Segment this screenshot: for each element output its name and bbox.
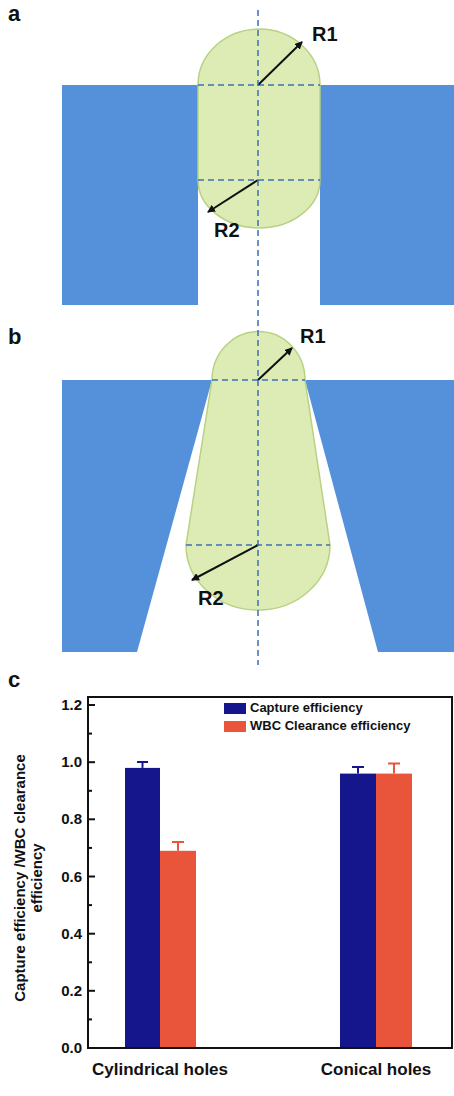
panel-letter: c [8, 668, 20, 692]
radius-label: R2 [198, 587, 224, 609]
radius-label: R2 [214, 219, 240, 241]
tick-label: 1.2 [61, 697, 82, 714]
tick-label: 0.8 [61, 811, 82, 828]
category-label: Cylindrical holes [92, 1061, 228, 1080]
axis-title: Capture efficiency /WBC clearance effici… [11, 753, 45, 1003]
tick-label: 1.0 [61, 754, 82, 771]
tick-label: 0.4 [61, 925, 82, 942]
axis-line [257, 10, 259, 665]
legend-swatch [224, 703, 246, 714]
tick-label: 0.6 [61, 868, 82, 885]
tick-label: 0.2 [61, 983, 82, 1000]
legend-text: Capture efficiency [250, 701, 363, 715]
panel-letter: a [8, 2, 20, 26]
bar-chart [88, 697, 452, 1048]
radius-label: R1 [312, 23, 338, 45]
radius-label: R1 [300, 325, 326, 347]
legend-text: WBC Clearance efficiency [250, 719, 410, 733]
tick-label: 0.0 [61, 1040, 82, 1057]
legend-swatch [224, 721, 246, 732]
panel-letter: b [8, 325, 21, 349]
category-label: Conical holes [321, 1061, 432, 1080]
